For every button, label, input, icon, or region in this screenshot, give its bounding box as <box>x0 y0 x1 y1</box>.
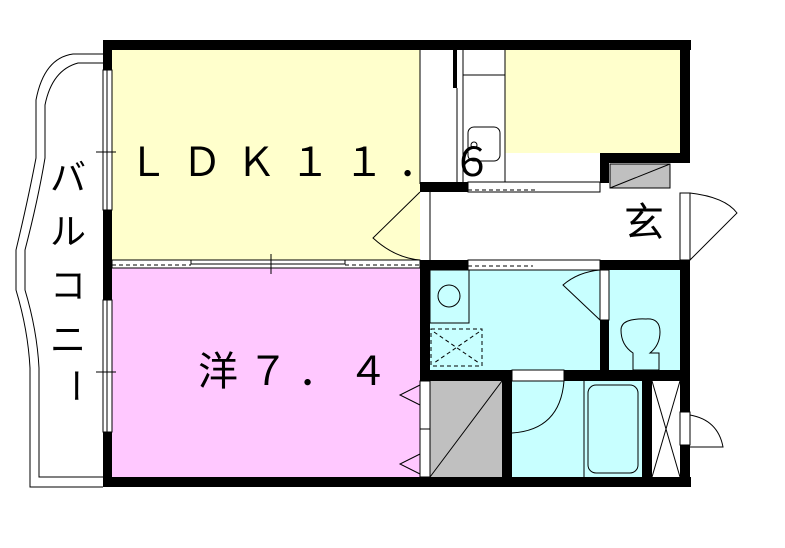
entrance-label: 玄 <box>624 200 664 246</box>
sliding-partition <box>111 254 421 274</box>
balcony-char: コ <box>49 266 86 307</box>
washroom-fixtures <box>429 269 610 367</box>
closet-folding-doors <box>398 380 431 478</box>
western-room-floor <box>112 268 420 478</box>
shoe-box-diagonal <box>609 163 671 189</box>
kitchen-area-floor <box>505 50 680 153</box>
western-room-label: 洋７．４ <box>198 349 398 395</box>
rear-door <box>679 411 724 448</box>
entrance-door <box>679 192 738 261</box>
balcony-char: ル <box>49 212 86 253</box>
corridor-floor <box>420 192 600 262</box>
balcony-char: ニ <box>49 320 86 361</box>
corridor-doors <box>372 181 601 271</box>
walls <box>103 40 691 487</box>
toilet-fixture <box>620 318 661 371</box>
kitchen-counter <box>419 50 506 184</box>
utility-shaft-marks <box>651 380 681 478</box>
balcony-char: バ <box>49 158 86 199</box>
balcony-label: バ ル コ ニ ー <box>46 152 94 404</box>
bathroom-fixtures <box>511 369 639 477</box>
closet-diagonal <box>429 380 503 478</box>
washroom-floor <box>430 270 600 370</box>
balcony-windows <box>96 69 116 433</box>
ldk-label: ＬＤＫ１１．６ <box>128 141 506 185</box>
balcony-char: ー <box>53 368 94 404</box>
ldk-floor <box>112 50 420 260</box>
toilet-floor <box>609 270 680 370</box>
balcony-outline <box>15 53 103 488</box>
